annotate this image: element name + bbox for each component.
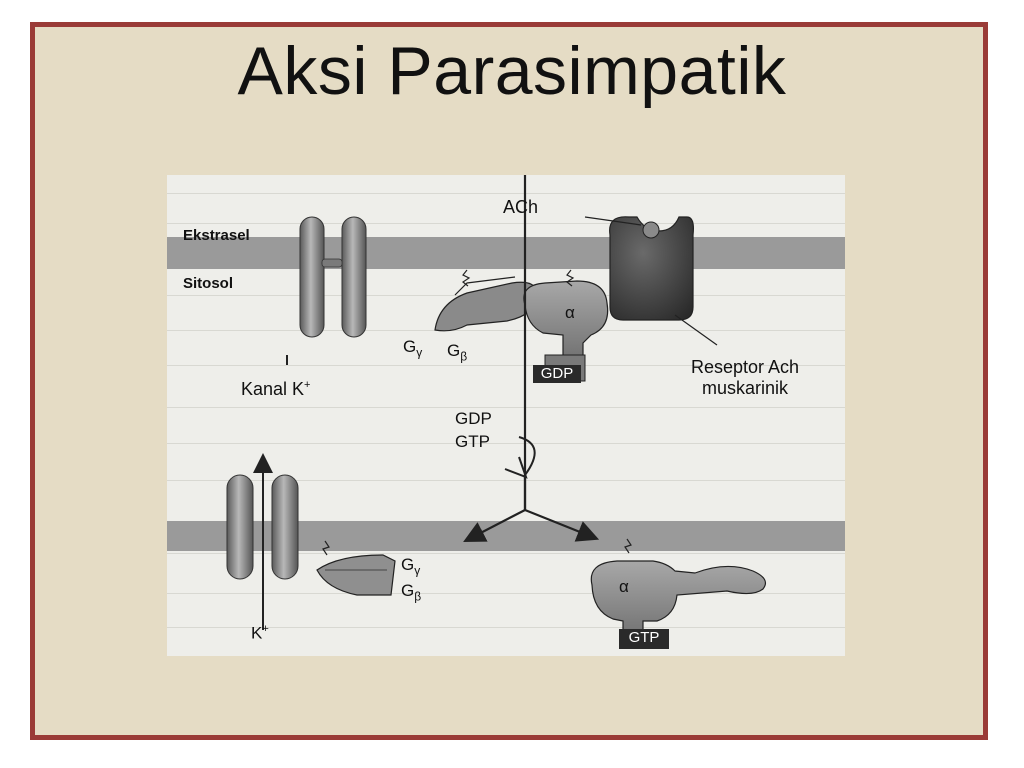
- bottom-membrane: [167, 521, 845, 551]
- alpha-bottom-label: α: [619, 577, 629, 596]
- gtp-bound-box: GTP: [619, 629, 669, 649]
- extracellular-label: Ekstrasel: [183, 227, 250, 244]
- cytosol-label: Sitosol: [183, 275, 234, 292]
- exchange-arrows: [463, 175, 600, 543]
- channel-label: Kanal K+: [241, 379, 311, 399]
- g-beta-bottom-label: Gβ: [401, 581, 422, 604]
- g-beta-top-label: Gβ: [447, 341, 468, 364]
- muscarinic-receptor: [584, 216, 718, 346]
- g-protein-top: [434, 269, 609, 382]
- g-gamma-bottom-label: Gγ: [401, 555, 421, 578]
- gtp-uptake-label: GTP: [455, 432, 490, 451]
- ach-label: ACh: [503, 197, 539, 217]
- k-channel-top: [286, 216, 367, 365]
- slide-title: Aksi Parasimpatik: [237, 33, 787, 109]
- diagram-figure: ACh Ekstrasel Sitosol Gγ Gβ α GDP Resept…: [167, 175, 845, 656]
- top-membrane: [167, 237, 845, 269]
- gdp-bound-box: GDP: [533, 365, 581, 383]
- gdp-release-label: GDP: [455, 409, 492, 428]
- k-channel-bottom: [226, 453, 299, 630]
- g-alpha-bottom: [590, 538, 766, 644]
- k-ion-label: K+: [251, 623, 269, 643]
- g-beta-gamma-bottom: [316, 540, 396, 596]
- diagram-svg: [167, 175, 845, 644]
- g-gamma-top-label: Gγ: [403, 337, 423, 360]
- alpha-top-label: α: [565, 303, 575, 322]
